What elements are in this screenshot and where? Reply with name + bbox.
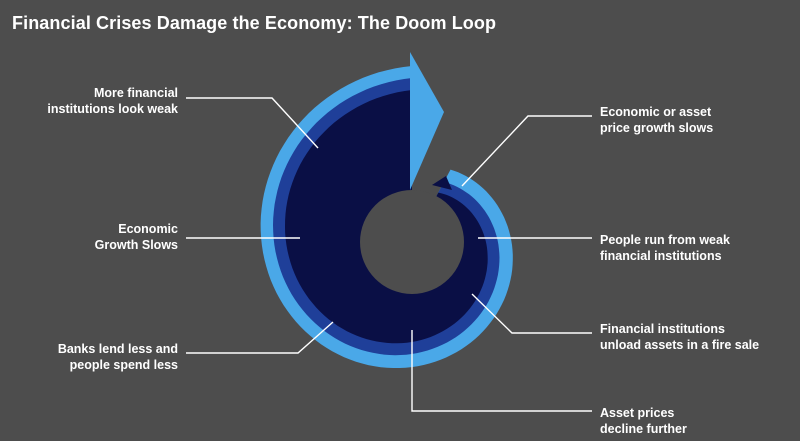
loop-arrowhead [410,52,444,190]
leader-lines [186,97,592,412]
label-banks-lend-less: Banks lend less and people spend less [57,342,178,372]
label-asset-price-growth-slows: Economic or asset price growth slows [600,105,714,135]
leader-asset-prices-decline [411,330,592,412]
loop-center [360,190,464,294]
label-people-run: People run from weak financial instituti… [600,233,730,263]
leader-more-institutions-weak [186,97,319,149]
doom-loop-spiral [260,52,513,368]
leader-asset-price-growth-slows [461,115,592,187]
label-asset-prices-decline: Asset prices decline further [600,406,687,436]
leader-banks-lend-less [186,321,334,354]
label-fire-sale: Financial institutions unload assets in … [600,322,760,352]
leader-fire-sale [471,293,592,334]
loop-start-notch [432,176,452,190]
page-title: Financial Crises Damage the Economy: The… [12,13,497,33]
label-more-institutions-weak: More financial institutions look weak [47,86,178,116]
label-economic-growth-slows: Economic Growth Slows [94,222,178,252]
